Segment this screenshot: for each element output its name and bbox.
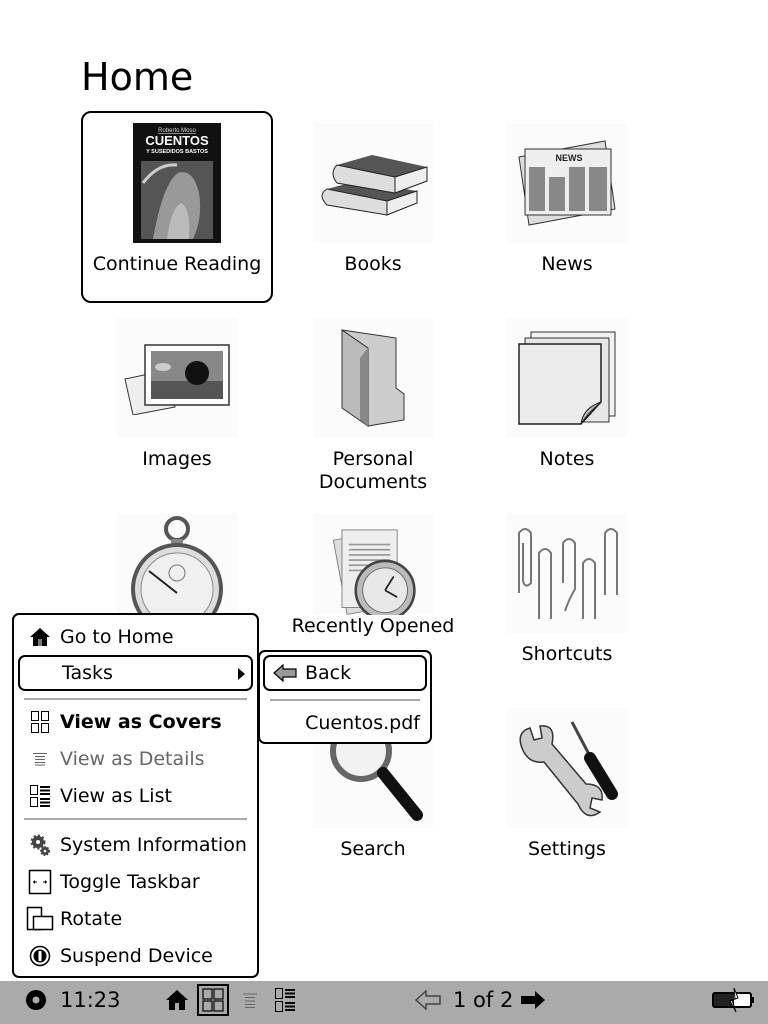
tile-personal-documents[interactable]: Personal Documents	[277, 306, 469, 498]
submenu-item-label: Back	[305, 662, 352, 684]
book-cover-image: Roberto Moso CUENTOS Y SUSEDIDOS BASTOS	[117, 123, 237, 243]
context-menu: Go to Home Tasks View as Covers View as …	[12, 613, 259, 978]
details-icon	[243, 993, 257, 1008]
menu-item-rotate[interactable]: Rotate	[14, 901, 257, 937]
notes-icon	[507, 318, 627, 438]
news-icon-text: NEWS	[556, 153, 583, 163]
tile-continue-reading[interactable]: Roberto Moso CUENTOS Y SUSEDIDOS BASTOS …	[81, 111, 273, 303]
submenu-item-label: Cuentos.pdf	[305, 712, 420, 734]
photos-icon	[117, 318, 237, 438]
submenu-item-back[interactable]: Back	[263, 655, 427, 691]
tile-label: Recently Opened	[277, 615, 469, 638]
tile-shortcuts[interactable]: Shortcuts	[471, 501, 663, 693]
tile-label: Search	[340, 838, 406, 860]
submenu-arrow-icon	[238, 668, 245, 680]
details-icon	[26, 746, 54, 772]
battery-charging-icon	[712, 987, 754, 1013]
taskbar-toggle-icon	[26, 869, 54, 895]
home-icon	[26, 624, 54, 650]
tile-recently-opened[interactable]: Recently Opened	[277, 501, 469, 693]
menu-item-label: View as Details	[60, 748, 205, 770]
menu-item-view-as-details[interactable]: View as Details	[14, 741, 257, 777]
tile-label: Shortcuts	[521, 643, 613, 665]
home-icon	[166, 990, 188, 1010]
tile-settings[interactable]: Settings	[471, 696, 663, 888]
menu-item-tasks[interactable]: Tasks	[18, 655, 253, 691]
home-button[interactable]	[165, 981, 189, 1019]
tile-books[interactable]: Books	[277, 111, 469, 303]
menu-separator	[24, 698, 247, 700]
menu-item-suspend-device[interactable]: Suspend Device	[14, 938, 257, 974]
tile-label: Continue Reading	[92, 253, 262, 275]
newspaper-icon: NEWS	[507, 123, 627, 243]
back-arrow-icon	[273, 664, 297, 682]
menu-item-label: System Information	[60, 834, 247, 856]
view-details-button[interactable]	[243, 981, 257, 1019]
next-page-button[interactable]	[520, 981, 546, 1019]
tile-label: Personal Documents	[318, 448, 428, 493]
view-covers-button[interactable]	[197, 981, 229, 1019]
list-icon	[275, 988, 295, 1012]
menu-item-label: Rotate	[60, 908, 123, 930]
paperclips-icon	[507, 513, 627, 633]
gears-icon	[26, 832, 54, 858]
menu-item-label: View as Covers	[60, 711, 222, 733]
menu-item-view-as-covers[interactable]: View as Covers	[14, 704, 257, 740]
arrow-right-icon	[521, 991, 545, 1009]
prev-page-button[interactable]	[415, 981, 441, 1019]
tile-notes[interactable]: Notes	[471, 306, 663, 498]
tile-label: Images	[142, 448, 212, 470]
rotate-icon	[26, 906, 54, 932]
view-list-button[interactable]	[274, 981, 296, 1019]
menu-item-toggle-taskbar[interactable]: Toggle Taskbar	[14, 864, 257, 900]
cover-author: Roberto Moso	[158, 128, 196, 134]
grid-icon	[197, 984, 229, 1016]
submenu-item-cuentos-pdf[interactable]: Cuentos.pdf	[305, 708, 420, 738]
list-icon	[26, 783, 54, 809]
menu-item-view-as-list[interactable]: View as List	[14, 778, 257, 814]
menu-circle-icon	[26, 990, 46, 1010]
tile-images[interactable]: Images	[81, 306, 273, 498]
arrow-left-icon	[415, 990, 441, 1010]
tasks-submenu: Back Cuentos.pdf	[258, 650, 432, 744]
page-indicator: 1 of 2	[453, 988, 514, 1012]
tile-label: Books	[344, 253, 402, 275]
battery-indicator	[712, 981, 756, 1019]
taskbar: 11:23 1 of 2	[0, 981, 768, 1024]
menu-item-label: Tasks	[62, 662, 113, 684]
menu-item-label: Go to Home	[60, 626, 174, 648]
tile-label: News	[541, 253, 593, 275]
menu-item-label: View as List	[60, 785, 172, 807]
tile-news[interactable]: NEWS News	[471, 111, 663, 303]
folder-icon	[313, 318, 433, 438]
tools-icon	[507, 708, 627, 828]
cover-subtitle: Y SUSEDIDOS BASTOS	[146, 149, 208, 155]
menu-item-go-to-home[interactable]: Go to Home	[14, 619, 257, 655]
books-icon	[313, 123, 433, 243]
menu-item-system-information[interactable]: System Information	[14, 827, 257, 863]
power-icon	[26, 943, 54, 969]
menu-item-label: Toggle Taskbar	[60, 871, 200, 893]
menu-separator	[24, 818, 247, 820]
submenu-separator	[270, 699, 420, 701]
recent-documents-icon	[313, 513, 433, 633]
grid-icon	[26, 709, 54, 735]
cover-title: CUENTOS	[145, 133, 209, 148]
tile-label: Notes	[539, 448, 595, 470]
page-title: Home	[81, 55, 194, 99]
menu-item-label: Suspend Device	[60, 945, 213, 967]
tasks-icon-spacer	[28, 660, 56, 686]
tile-label: Settings	[528, 838, 606, 860]
clock: 11:23	[60, 988, 121, 1012]
menu-button[interactable]	[25, 981, 47, 1019]
